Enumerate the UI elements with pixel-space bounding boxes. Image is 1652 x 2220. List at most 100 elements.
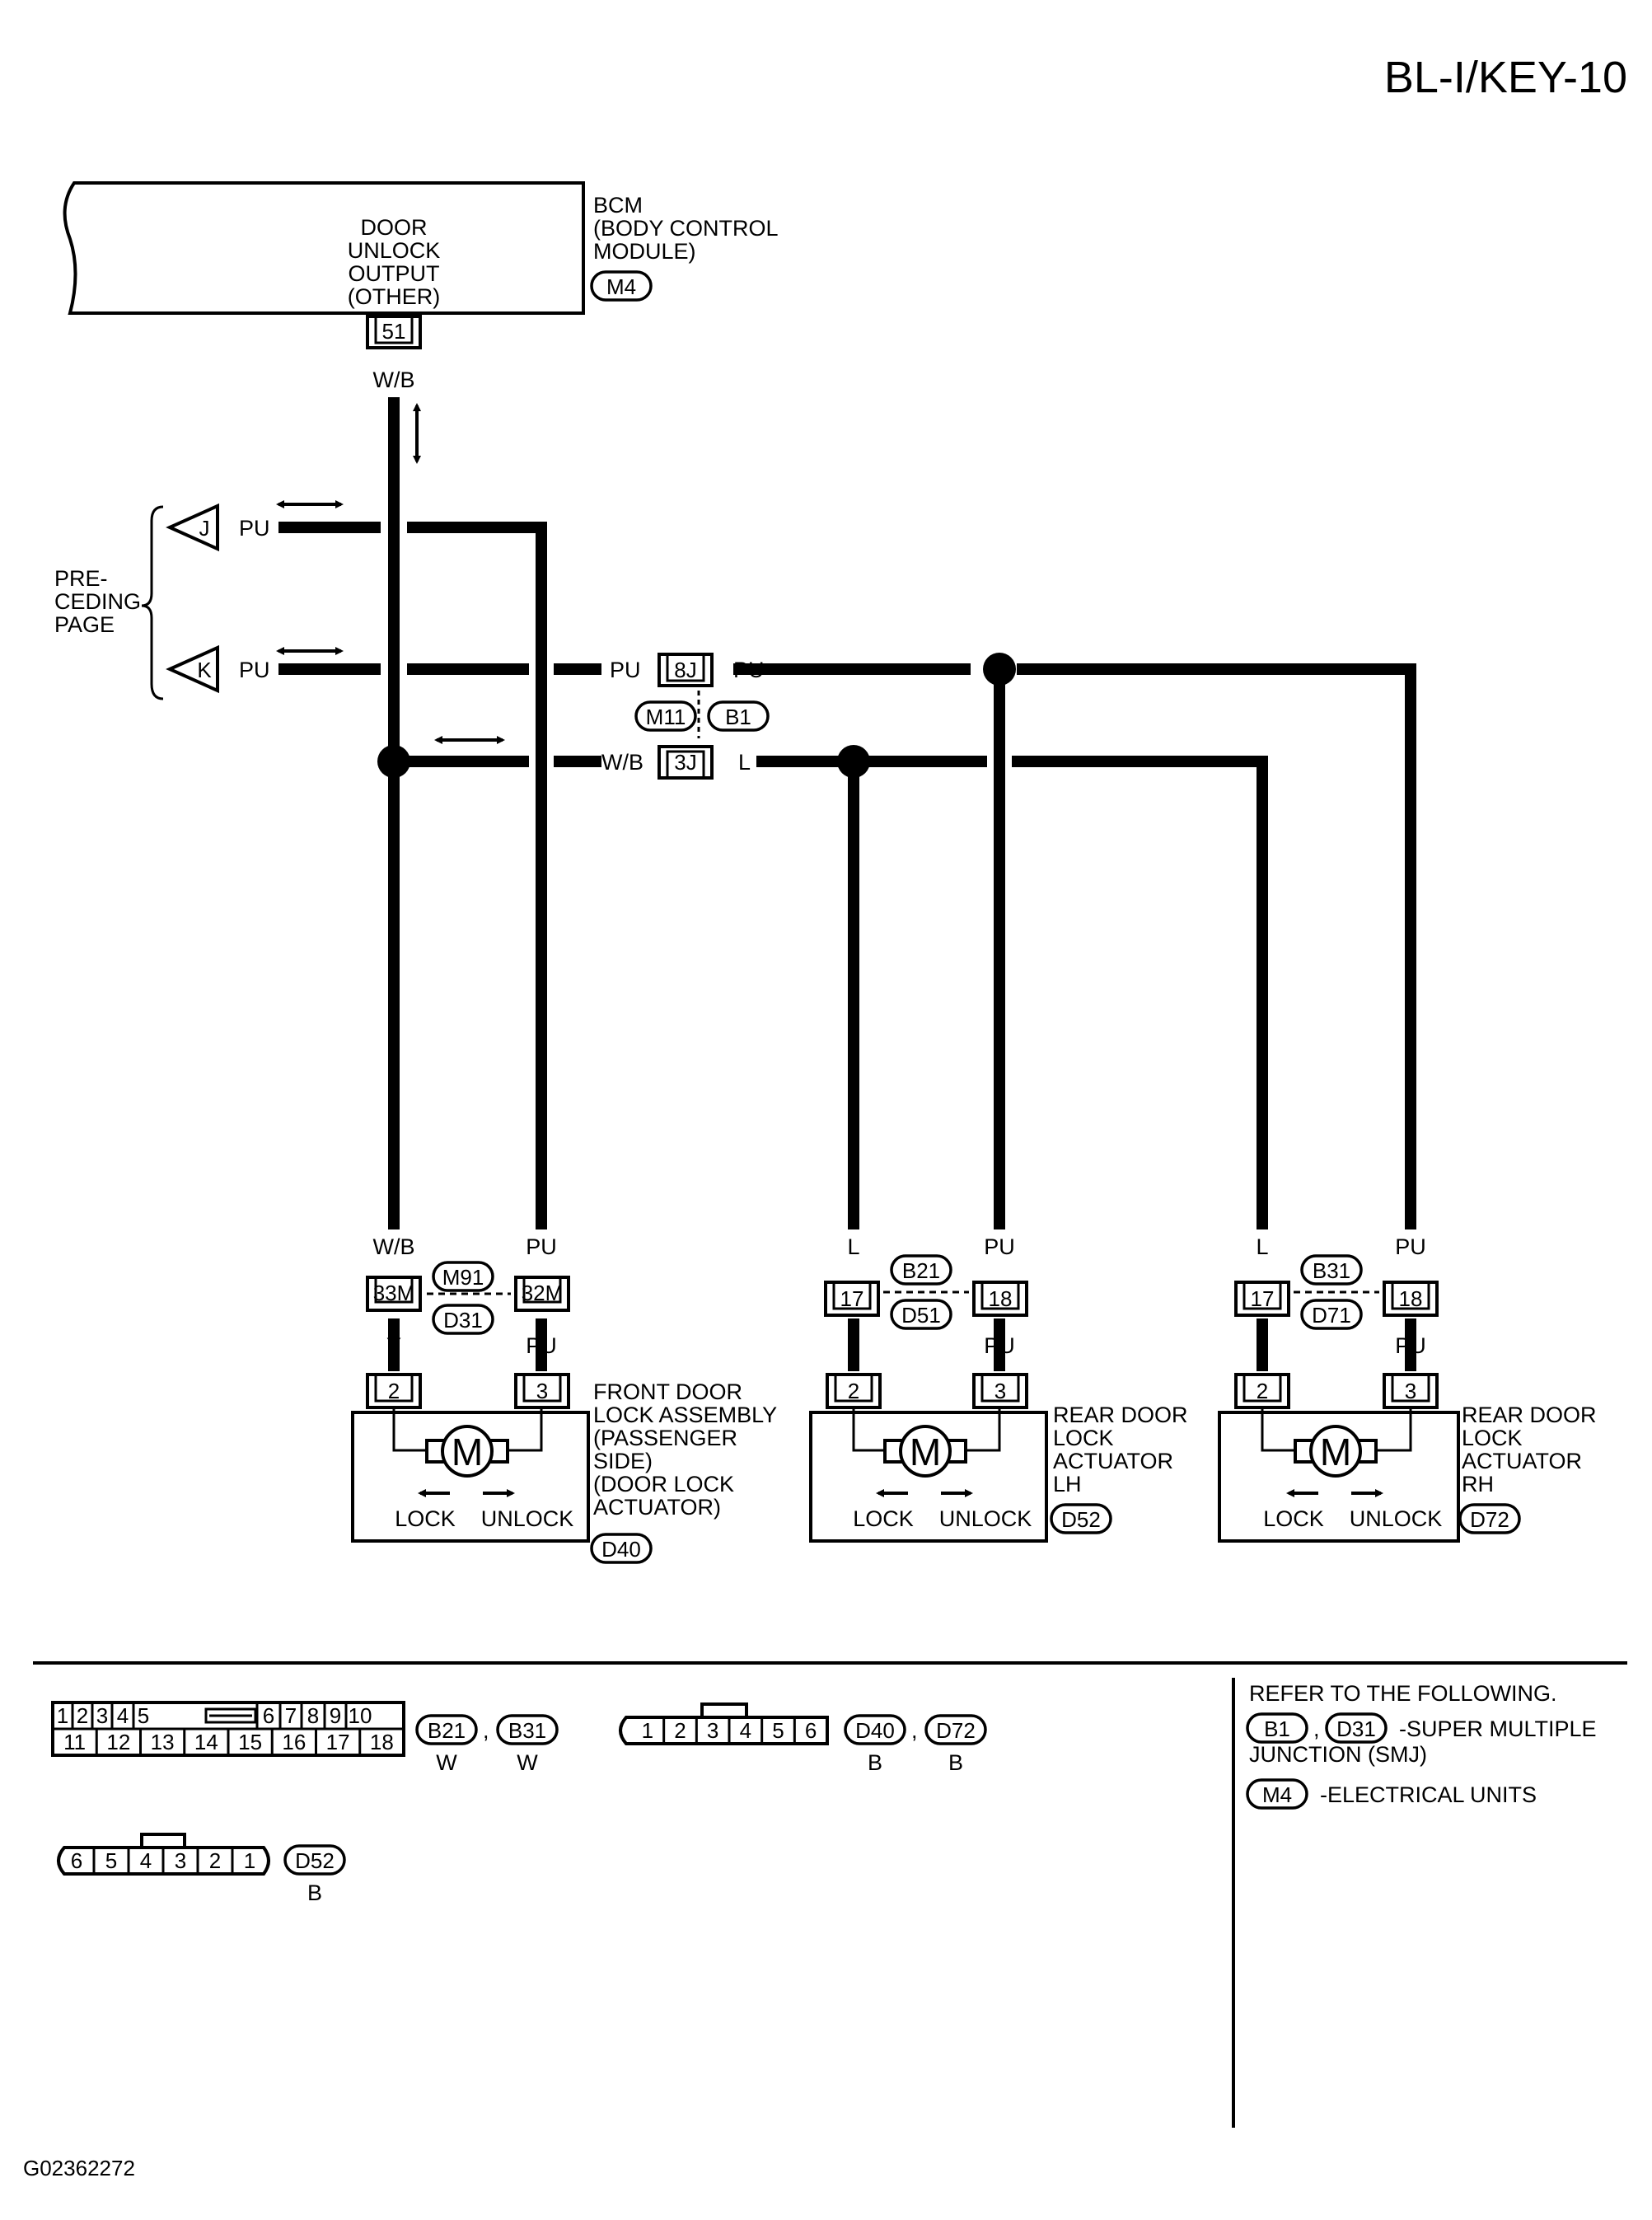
rear-lh-motor-label: M (910, 1431, 941, 1473)
junction-8j: 8J (674, 658, 696, 682)
legend-6pin-b-pin-2: 2 (209, 1848, 221, 1873)
figure-id: G02362272 (23, 2156, 135, 2180)
front-name-2: LOCK ASSEMBLY (593, 1403, 777, 1427)
legend-18pin-color-b31: W (517, 1750, 538, 1775)
rear-lh-tag-b21: B21 (902, 1258, 940, 1283)
rear-rh-unlock-label: UNLOCK (1350, 1506, 1443, 1531)
rear-rh-pin-3: 3 (1405, 1379, 1416, 1403)
rear-lh-wire-bot-b: PU (984, 1333, 1015, 1358)
legend-18pin-pin-6: 6 (263, 1703, 274, 1728)
legend-18pin-pin-12: 12 (106, 1730, 130, 1754)
front-motor-icon (441, 1425, 494, 1478)
junction-tag-m11: M11 (646, 705, 686, 729)
legend-6pin-b-pin-6: 6 (71, 1848, 82, 1873)
rear-rh-pin-2: 2 (1257, 1379, 1268, 1403)
rear-lh-unlock-label: UNLOCK (939, 1506, 1032, 1531)
legend-18pin-pin-18: 18 (370, 1730, 394, 1754)
bcm-name-1: BCM (593, 193, 643, 218)
front-conn-32m: 32M (522, 1281, 564, 1305)
legend-18pin-pin-14: 14 (194, 1730, 218, 1754)
junction-3j-wire-out: L (738, 750, 751, 775)
rear-door-lock-actuator-rh: L PU 17 18 B31 D71 L PU 2 3 M LOCK UNLOC… (1218, 1234, 1597, 1543)
connector-j-wire: PU (239, 516, 270, 541)
rear-rh-connector-tag: D72 (1470, 1507, 1509, 1532)
bcm-module: DOOR UNLOCK OUTPUT (OTHER) BCM (BODY CON… (63, 181, 779, 392)
legend-18pin-color-b21: W (436, 1750, 457, 1775)
front-pin-2: 2 (388, 1379, 400, 1403)
legend-18pin-pin-1: 1 (57, 1703, 68, 1728)
rear-rh-wire-bot-a: L (1256, 1333, 1268, 1358)
junction-8j-wire-in: PU (610, 658, 641, 682)
legend-refer-smj-1: -SUPER MULTIPLE (1399, 1717, 1597, 1741)
connector-k-wire: PU (239, 658, 270, 682)
front-connector-tag: D40 (601, 1537, 641, 1562)
bcm-terminal-label-4: (OTHER) (348, 284, 440, 309)
legend-18pin-pin-10: 10 (349, 1703, 372, 1728)
rear-rh-motor-icon (1309, 1425, 1362, 1478)
legend-6pin-separator: , (911, 1718, 918, 1743)
rear-rh-name-2: LOCK (1462, 1426, 1523, 1450)
legend-6pin-a-pin-6: 6 (805, 1718, 817, 1743)
front-pin-3: 3 (536, 1379, 548, 1403)
front-motor-label: M (452, 1431, 483, 1473)
legend-6pin-color-d72: B (948, 1750, 963, 1775)
preceding-page-label-3: PAGE (54, 612, 115, 637)
legend-6pin-tag-d72: D72 (936, 1718, 976, 1743)
junction-3j: 3J (674, 750, 696, 775)
legend-18pin-pin-3: 3 (96, 1703, 108, 1728)
rear-lh-name-3: ACTUATOR (1053, 1449, 1173, 1473)
bcm-name-3: MODULE) (593, 239, 696, 264)
bcm-name-2: (BODY CONTROL (593, 216, 779, 241)
bcm-terminal-51: 51 (382, 319, 406, 344)
legend-18pin-pin-7: 7 (285, 1703, 297, 1728)
legend-18pin-pin-17: 17 (326, 1730, 350, 1754)
preceding-page-label-2: CEDING (54, 589, 141, 614)
junction-tag-b1: B1 (725, 705, 751, 729)
legend-6pin-tag-d40: D40 (855, 1718, 895, 1743)
rear-lh-conn-17: 17 (840, 1286, 864, 1311)
rear-rh-tag-d71: D71 (1312, 1303, 1351, 1328)
rear-rh-wire-top-a: L (1256, 1234, 1268, 1259)
bcm-terminal-label-3: OUTPUT (349, 261, 440, 286)
connector-j-label: J (199, 516, 210, 541)
legend-6pin-a-pin-4: 4 (740, 1718, 751, 1743)
legend-refer-tag-m4: M4 (1262, 1782, 1292, 1807)
front-tag-d31: D31 (443, 1308, 483, 1332)
legend-6pin-b-pin-5: 5 (105, 1848, 117, 1873)
legend-18pin-separator: , (483, 1718, 489, 1743)
legend-6pin-color-d40: B (868, 1750, 882, 1775)
rear-lh-name-1: REAR DOOR (1053, 1403, 1188, 1427)
rear-rh-motor-label: M (1320, 1431, 1351, 1473)
rear-lh-pin-3: 3 (994, 1379, 1006, 1403)
legend-18pin-pin-4: 4 (117, 1703, 129, 1728)
bcm-terminal-label-1: DOOR (361, 215, 428, 240)
legend-18pin-pin-5: 5 (138, 1703, 149, 1728)
wires (278, 397, 1416, 1371)
legend-6pin-a-pin-2: 2 (674, 1718, 686, 1743)
connector-k-label: K (197, 658, 212, 682)
rear-lh-name-4: LH (1053, 1472, 1082, 1496)
legend-refer-electrical: -ELECTRICAL UNITS (1320, 1782, 1537, 1807)
splice-wb (377, 745, 410, 778)
front-wire-top-b: PU (526, 1234, 557, 1259)
legend-refer-tag-b1: B1 (1264, 1717, 1290, 1741)
legend-refer-tag-d31: D31 (1336, 1717, 1376, 1741)
legend-18pin-pin-13: 13 (151, 1730, 175, 1754)
rear-rh-lock-label: LOCK (1263, 1506, 1324, 1531)
rear-rh-name-3: ACTUATOR (1462, 1449, 1582, 1473)
front-wire-top-a: W/B (373, 1234, 415, 1259)
preceding-page: PRE- CEDING PAGE J PU K PU (54, 503, 270, 700)
front-wire-bot-a: Y (386, 1333, 401, 1358)
rear-rh-wire-bot-b: PU (1395, 1333, 1426, 1358)
front-name-4: SIDE) (593, 1449, 653, 1473)
rear-lh-pin-2: 2 (848, 1379, 859, 1403)
legend-18pin-pin-9: 9 (330, 1703, 341, 1728)
legend-18pin-pin-8: 8 (307, 1703, 319, 1728)
legend-refer-smj-2: JUNCTION (SMJ) (1249, 1742, 1427, 1767)
front-name-1: FRONT DOOR (593, 1379, 742, 1404)
splice-l (837, 745, 870, 778)
rear-rh-wire-top-b: PU (1395, 1234, 1426, 1259)
connector-arrow-k (166, 644, 219, 694)
legend-refer: REFER TO THE FOLLOWING. B1 , D31 -SUPER … (1246, 1681, 1597, 1810)
